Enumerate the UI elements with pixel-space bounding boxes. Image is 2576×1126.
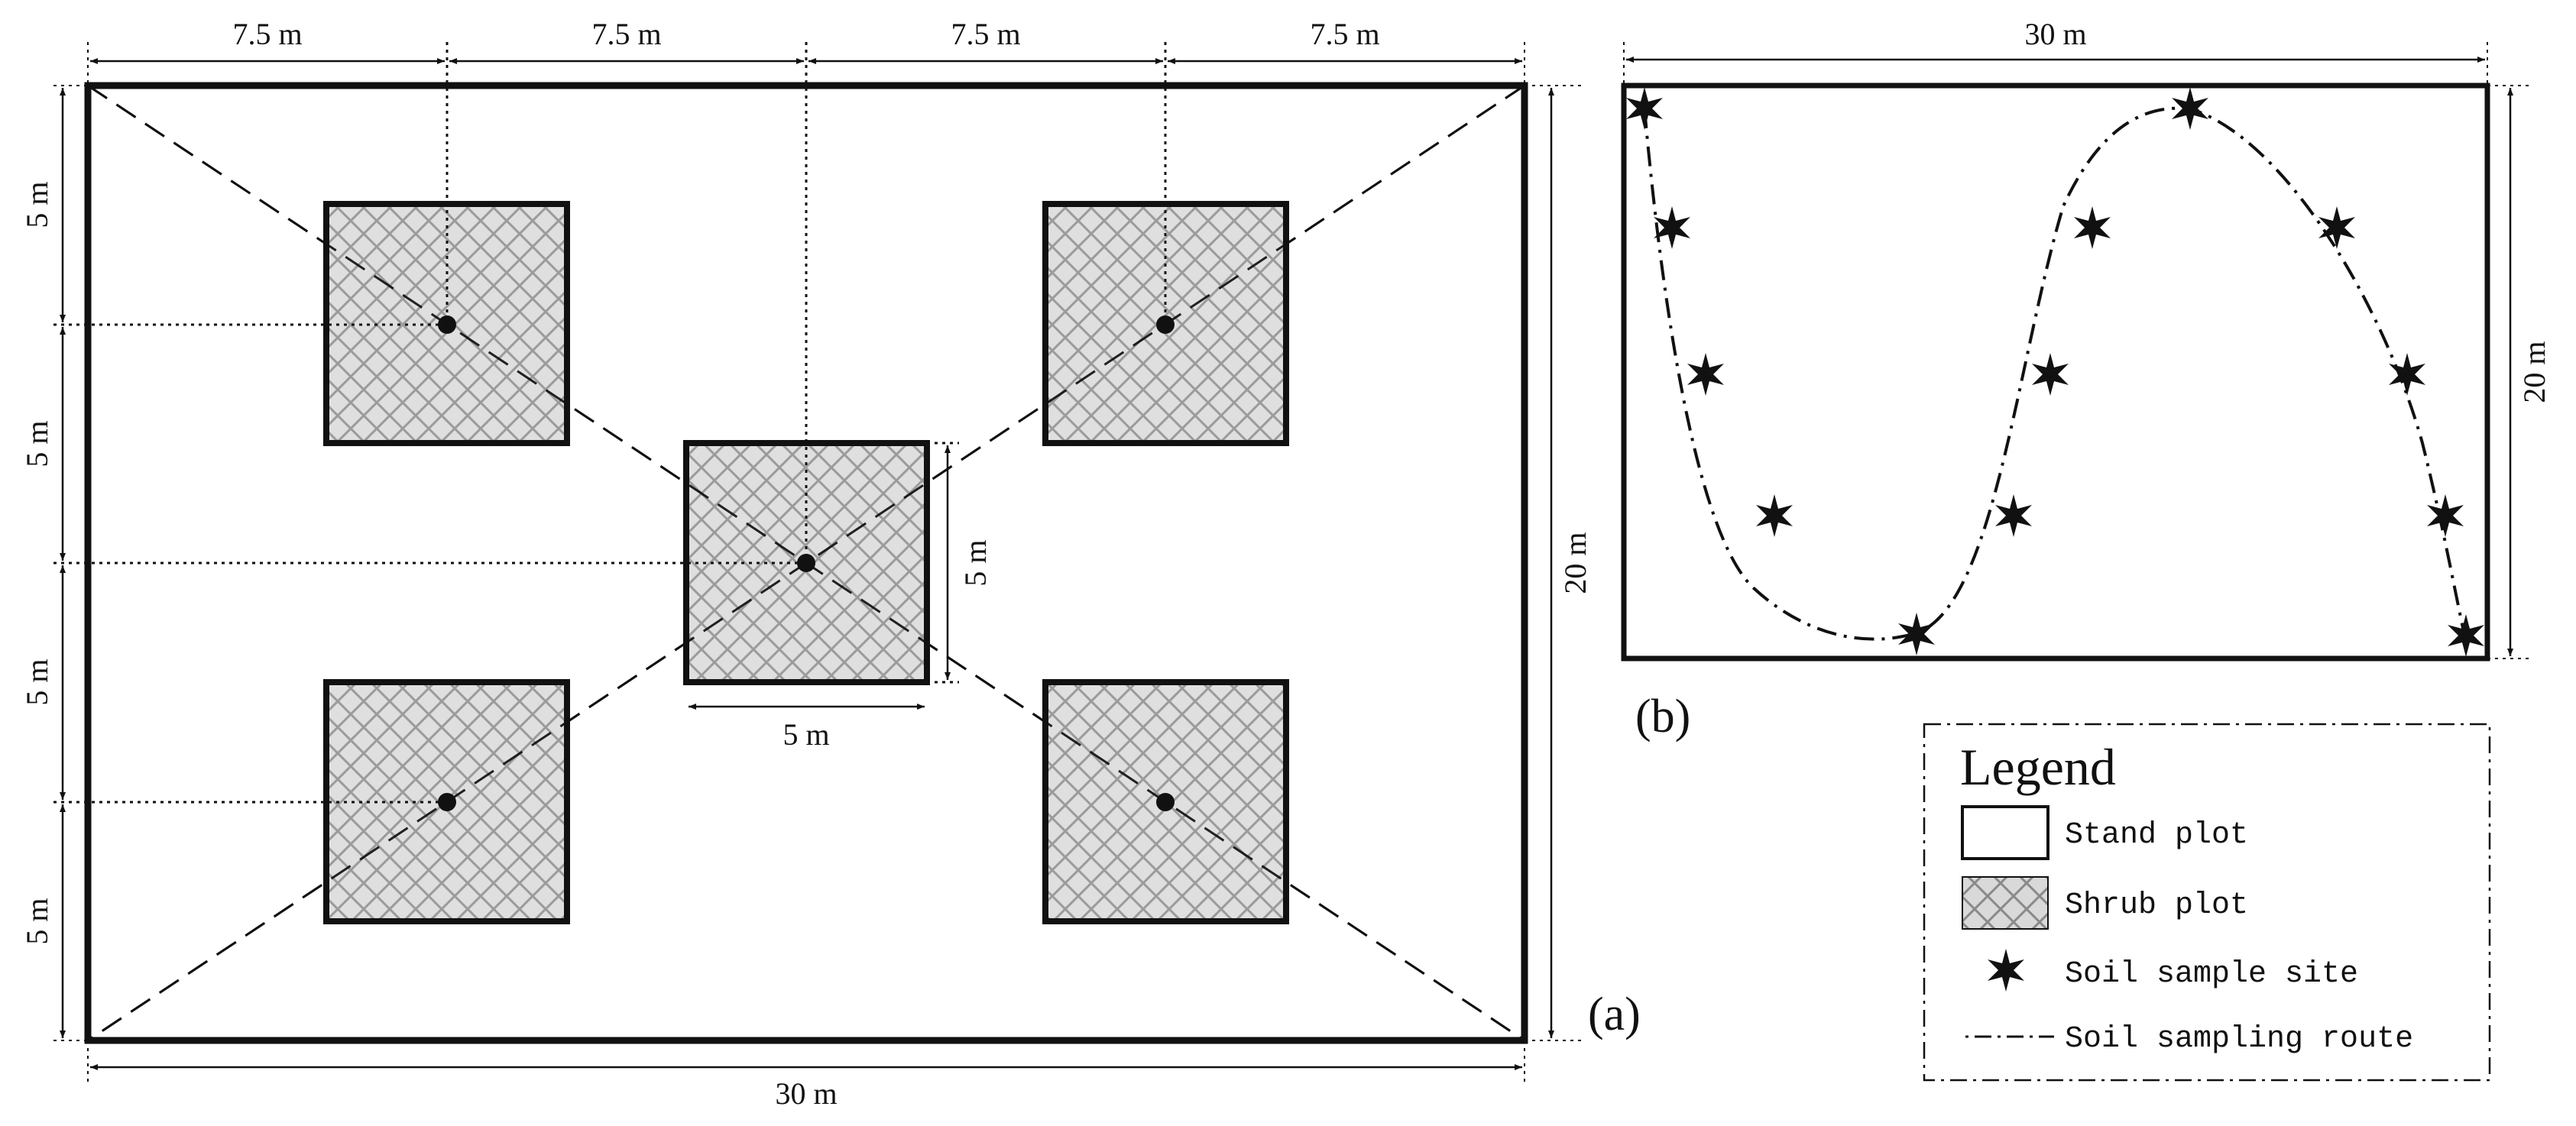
legend-item-label-stand-plot: Stand plot (2065, 818, 2248, 853)
center-dot (1156, 793, 1175, 811)
left-dimension-labels: 5 m 5 m 5 m 5 m (20, 181, 54, 944)
soil-sample-site-star (2389, 353, 2425, 396)
top-dim-label-3: 7.5 m (951, 17, 1020, 51)
center-guides (53, 42, 1167, 804)
panel-b: 30 m 20 m (b) (1621, 17, 2552, 743)
top-dim-label-2: 7.5 m (591, 17, 661, 51)
soil-sample-site-star (2427, 494, 2464, 537)
center-dot (1156, 315, 1175, 334)
soil-sample-site-star (1898, 613, 1935, 655)
soil-sample-site-star (1626, 87, 1663, 130)
legend-item-label-shrub-plot: Shrub plot (2065, 888, 2248, 923)
center-shrub-height-label: 5 m (958, 539, 993, 586)
right-dim-label: 20 m (1558, 532, 1593, 594)
soil-sample-sites (1626, 87, 2484, 657)
center-dot (438, 793, 456, 811)
soil-sample-site-star (2032, 353, 2069, 396)
bottom-dim-label: 30 m (775, 1076, 837, 1111)
soil-sample-site-star (2318, 206, 2355, 249)
center-dot (797, 554, 815, 572)
top-dim-label-4: 7.5 m (1310, 17, 1379, 51)
legend-border (1923, 723, 2491, 1082)
panel-b-guides (1623, 42, 2533, 659)
panel-b-top-dim-label: 30 m (2024, 17, 2086, 51)
corner-guides (53, 42, 1582, 1085)
panel-b-right-dim-label: 20 m (2517, 341, 2552, 403)
top-dimension-labels: 7.5 m 7.5 m 7.5 m 7.5 m (232, 17, 1379, 51)
center-dot (438, 315, 456, 334)
left-dim-label-4: 5 m (20, 898, 54, 944)
star-icon (1988, 949, 2024, 992)
panel-a-label: (a) (1588, 988, 1641, 1040)
left-dim-label-3: 5 m (20, 658, 54, 705)
left-dim-label-1: 5 m (20, 181, 54, 228)
soil-sample-site-star (2172, 87, 2208, 130)
stand-plot-icon (1961, 805, 2049, 860)
soil-sampling-route (1643, 106, 2466, 641)
legend-item-label-soil-sampling-route: Soil sampling route (2065, 1022, 2413, 1056)
top-dim-label-1: 7.5 m (232, 17, 302, 51)
shrub-plot-bottom-right (1042, 679, 1289, 924)
soil-sample-site-star (1995, 494, 2032, 537)
panel-b-label: (b) (1635, 691, 1690, 743)
soil-sample-site-star (1687, 353, 1724, 396)
left-dim-label-2: 5 m (20, 420, 54, 467)
soil-sample-site-star (1756, 494, 1793, 537)
soil-sample-site-star (2074, 206, 2111, 249)
soil-sample-site-star (2448, 614, 2484, 657)
shrub-centers (438, 315, 1175, 811)
legend-title: Legend (1960, 738, 2116, 796)
legend-item-label-soil-sample-site: Soil sample site (2065, 957, 2358, 992)
stand-plot-b (1621, 83, 2490, 662)
center-shrub-width-label: 5 m (783, 717, 829, 752)
panel-a: 7.5 m 7.5 m 7.5 m 7.5 m 5 m 5 m 5 m 5 m … (20, 17, 1641, 1111)
stand-plot-a (84, 82, 1528, 1044)
soil-sample-site-star (1654, 206, 1690, 249)
legend: Legend Stand plot Shrub plot Soil sample… (1923, 723, 2491, 1082)
shrub-plot-icon (1962, 876, 2049, 930)
